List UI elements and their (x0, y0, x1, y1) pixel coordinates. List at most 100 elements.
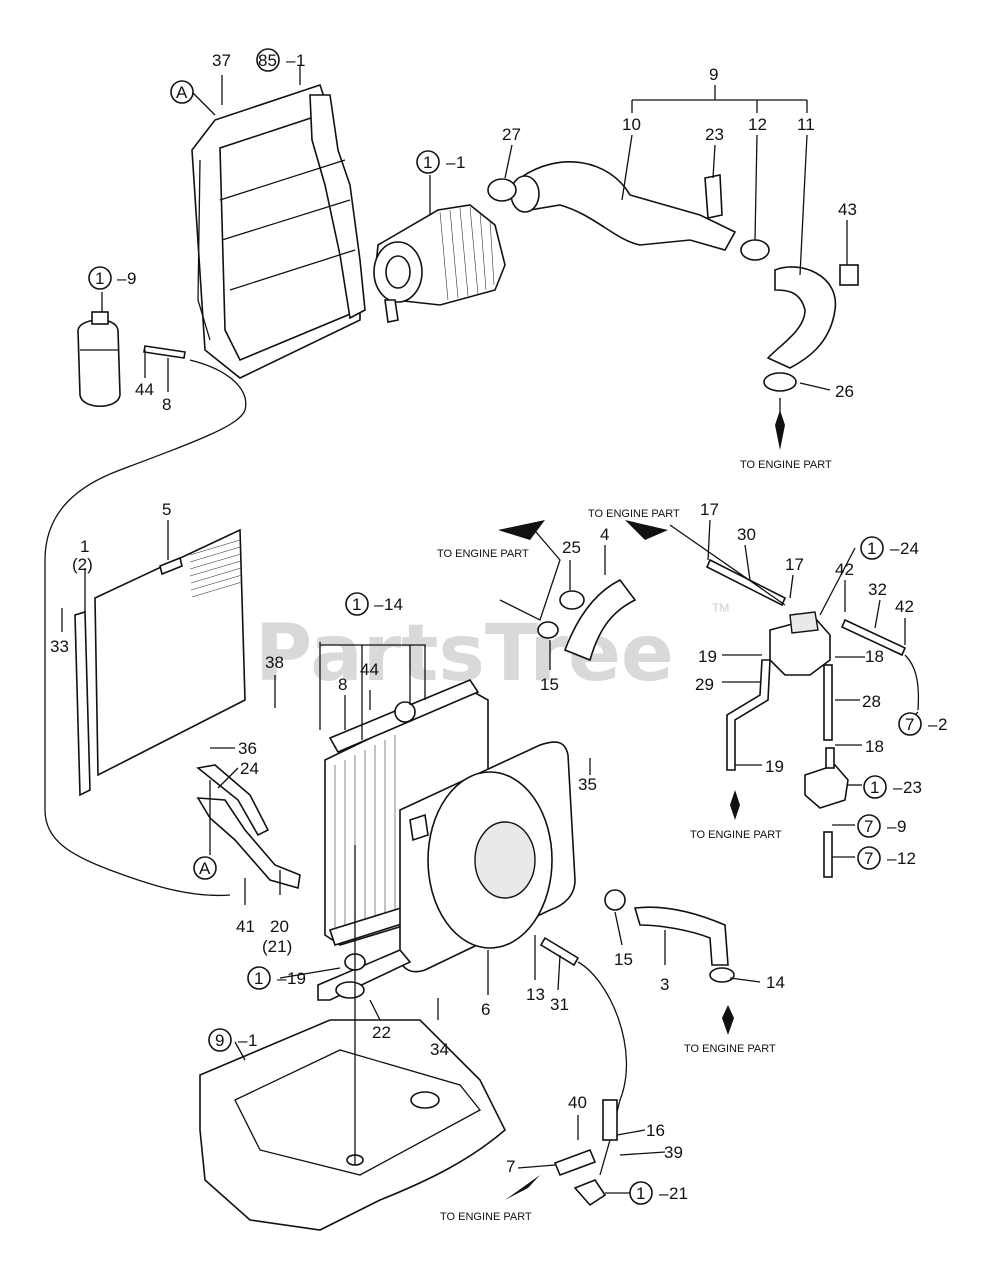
callout-2-paren: (2) (72, 555, 93, 574)
bracket-23 (704, 174, 723, 219)
callout-7-12-suffix: 12 (897, 849, 916, 868)
callout-24: 24 (240, 759, 259, 778)
callout-44-mid: 44 (360, 660, 379, 679)
support-22 (317, 949, 412, 1001)
callout-23: 23 (705, 125, 724, 144)
callout-18-a: 18 (865, 647, 884, 666)
callout-36: 36 (238, 739, 257, 758)
callout-a-top: A (176, 83, 188, 102)
svg-text:–: – (887, 849, 897, 868)
callout-1-19-suffix: 19 (287, 969, 306, 988)
callout-39: 39 (664, 1143, 683, 1162)
svg-text:–: – (286, 51, 296, 70)
svg-text:–: – (887, 817, 897, 836)
callout-41: 41 (236, 917, 255, 936)
callout-22: 22 (372, 1023, 391, 1042)
bracket-24 (196, 764, 301, 890)
callout-17-b: 17 (785, 555, 804, 574)
callout-9-1-circle: 9 (215, 1031, 224, 1050)
clamp-27 (487, 178, 517, 202)
engine-arrows (498, 410, 785, 1200)
callout-28: 28 (862, 692, 881, 711)
callout-21-paren: (21) (262, 937, 292, 956)
callout-8-mid: 8 (338, 675, 347, 694)
clamp-12 (740, 239, 770, 261)
callout-7-9-suffix: 9 (897, 817, 906, 836)
callout-1-23-circle: 1 (870, 778, 879, 797)
callout-9-1-suffix: 1 (248, 1031, 257, 1050)
callout-1-9-circle: 1 (95, 269, 104, 288)
svg-text:–: – (893, 778, 903, 797)
to-engine-part-3: TO ENGINE PART (437, 548, 529, 560)
callout-1-seal: 1 (80, 537, 89, 556)
callout-19-b: 19 (765, 757, 784, 776)
seal-strip-1-2 (74, 610, 91, 797)
fuel-hose-7-12 (823, 831, 833, 878)
callout-37: 37 (212, 51, 231, 70)
callout-5: 5 (162, 500, 171, 519)
callout-31: 31 (550, 995, 569, 1014)
callout-1-14-circle: 1 (352, 595, 361, 614)
drain-cock-1-21 (553, 1099, 618, 1207)
callout-1-1-circle: 1 (423, 153, 432, 172)
svg-text:–: – (238, 1031, 248, 1050)
air-cleaner-1-1 (373, 204, 506, 323)
fuel-pump-1-23 (804, 747, 849, 809)
svg-text:–: – (117, 269, 127, 288)
support-frame-85-1 (191, 83, 366, 379)
callout-9: 9 (709, 65, 718, 84)
callout-4: 4 (600, 525, 609, 544)
svg-text:–: – (374, 595, 384, 614)
callout-11: 11 (797, 115, 815, 134)
drain-hose-31 (539, 936, 580, 967)
callout-17-a: 17 (700, 500, 719, 519)
label-plate-43 (839, 264, 859, 286)
callout-1-19-circle: 1 (254, 969, 263, 988)
fuel-hose-30 (705, 558, 787, 607)
callout-a-bottom: A (199, 859, 211, 878)
callout-7-2-suffix: 2 (938, 715, 947, 734)
to-engine-part-1: TO ENGINE PART (740, 459, 832, 471)
svg-text:–: – (928, 715, 938, 734)
callout-25: 25 (562, 538, 581, 557)
callout-42-a: 42 (835, 560, 854, 579)
screen-5 (94, 528, 246, 777)
callout-15-top: 15 (540, 675, 559, 694)
callout-29: 29 (695, 675, 714, 694)
air-hose-10 (510, 161, 737, 251)
fan-shroud-6 (399, 741, 576, 973)
callout-33: 33 (50, 637, 69, 656)
svg-text:–: – (659, 1184, 669, 1203)
callout-labels: 37 85 – 1 A 1 – 1 27 9 10 23 12 11 43 1 … (50, 48, 947, 1223)
callout-27: 27 (502, 125, 521, 144)
svg-text:–: – (446, 153, 456, 172)
callout-1-23-suffix: 23 (903, 778, 922, 797)
callout-1-21-suffix: 21 (669, 1184, 688, 1203)
callout-6: 6 (481, 1000, 490, 1019)
callout-1-24-suffix: 24 (900, 539, 919, 558)
callout-38: 38 (265, 653, 284, 672)
callout-26: 26 (835, 382, 854, 401)
callout-7-12-circle: 7 (864, 849, 873, 868)
radiator-hose-3 (633, 906, 729, 966)
callout-19-a: 19 (698, 647, 717, 666)
reserve-tank-1-9 (77, 311, 121, 407)
callout-43: 43 (838, 200, 857, 219)
callout-35: 35 (578, 775, 597, 794)
clamp-26 (763, 372, 797, 392)
callout-15-mid: 15 (614, 950, 633, 969)
air-hose-11 (766, 266, 837, 369)
to-engine-part-4: TO ENGINE PART (690, 829, 782, 841)
fuel-hose-28 (823, 664, 833, 741)
callout-85-1-suffix: 1 (296, 51, 305, 70)
callout-1-9-suffix: 9 (127, 269, 136, 288)
callout-30: 30 (737, 525, 756, 544)
radiator-hose-4 (563, 578, 637, 662)
callout-8-top: 8 (162, 395, 171, 414)
callout-18-b: 18 (865, 737, 884, 756)
svg-text:–: – (890, 539, 900, 558)
callout-10: 10 (622, 115, 641, 134)
svg-text:–: – (277, 969, 287, 988)
overflow-hose-8-top (143, 345, 186, 359)
callout-13: 13 (526, 985, 545, 1004)
